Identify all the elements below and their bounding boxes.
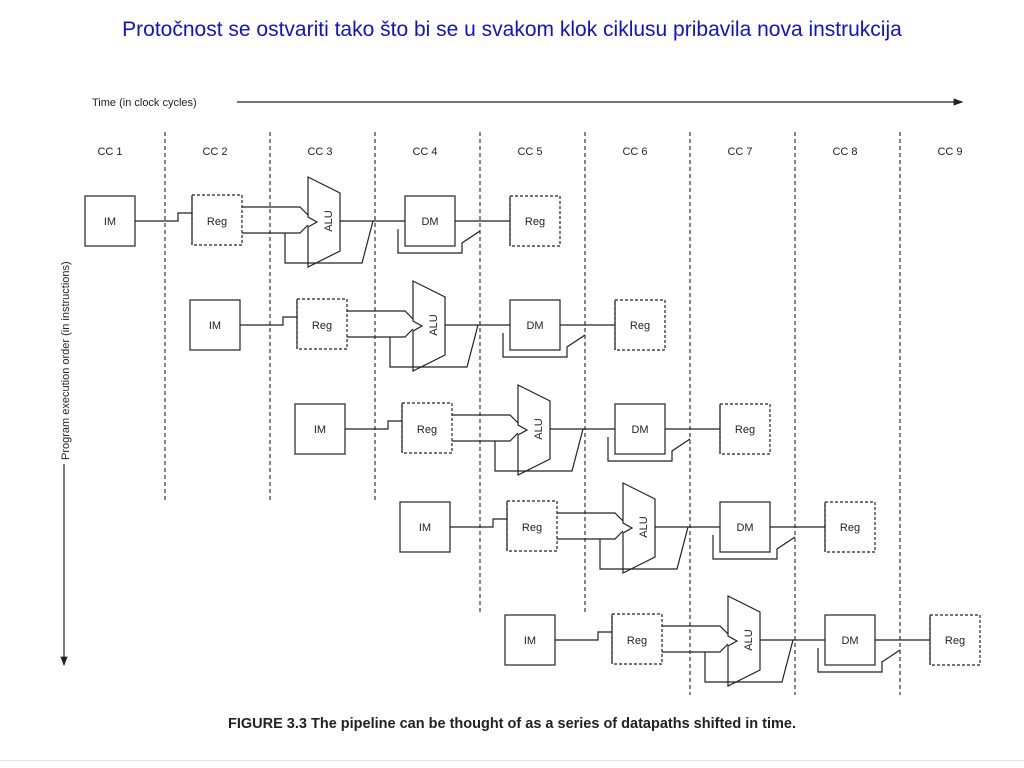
clock-cycle-label: CC 3 <box>307 146 332 158</box>
pipeline-row: IM Reg ALU DM Reg <box>189 280 666 372</box>
reg-write-box <box>824 501 876 553</box>
fetch-wire <box>345 420 402 430</box>
reg-read-box <box>506 500 558 552</box>
dm-box <box>404 195 456 247</box>
clock-cycle-labels: CC 1 CC 2 CC 3 CC 4 CC 5 CC 6 CC 7 CC 8 CC 9 <box>97 146 962 158</box>
alu-label: ALU <box>743 629 755 650</box>
clock-cycle-label: CC 6 <box>622 146 647 158</box>
fetch-wire <box>240 316 297 326</box>
alu-label: ALU <box>428 314 440 335</box>
reg-read-box <box>191 194 243 246</box>
reg-read-box <box>611 613 663 665</box>
reg-write-box <box>929 614 981 666</box>
reg-read-label: Reg <box>312 320 332 332</box>
alu-shape <box>727 595 761 687</box>
dm-label: DM <box>526 320 543 332</box>
alu-shape <box>622 482 656 574</box>
fetch-wire <box>555 631 612 641</box>
dm-bypass <box>502 333 586 358</box>
alu-label: ALU <box>638 516 650 537</box>
alu-bypass <box>284 220 374 264</box>
im-label: IM <box>209 320 221 332</box>
alu-shape <box>307 176 341 268</box>
reg-write-label: Reg <box>630 320 650 332</box>
reg-write-label: Reg <box>525 216 545 228</box>
bus-b <box>662 643 729 653</box>
dm-bypass <box>712 535 796 560</box>
clock-cycle-label: CC 9 <box>937 146 962 158</box>
im-label: IM <box>314 424 326 436</box>
reg-read-label: Reg <box>627 635 647 647</box>
time-axis-label: Time (in clock cycles) <box>92 97 197 109</box>
reg-read-box <box>401 402 453 454</box>
im-label: IM <box>524 635 536 647</box>
pipeline-row: IM Reg ALU DM Reg <box>399 482 876 574</box>
bus-b <box>242 224 309 234</box>
im-box <box>189 299 241 351</box>
bus-a <box>452 414 519 424</box>
reg-read-label: Reg <box>417 424 437 436</box>
alu-label: ALU <box>323 210 335 231</box>
dm-label: DM <box>421 216 438 228</box>
dm-label: DM <box>631 424 648 436</box>
bus-a <box>557 512 624 522</box>
reg-write-box <box>614 299 666 351</box>
im-label: IM <box>104 216 116 228</box>
dm-bypass <box>817 648 901 673</box>
order-axis-label: Program execution order (in instructions… <box>60 261 72 460</box>
dm-box <box>614 403 666 455</box>
pipeline-row: IM Reg ALU DM Reg <box>84 176 561 268</box>
alu-bypass <box>704 639 794 683</box>
reg-write-label: Reg <box>840 522 860 534</box>
clock-cycle-label: CC 8 <box>832 146 857 158</box>
reg-read-label: Reg <box>522 522 542 534</box>
figure-caption: FIGURE 3.3 The pipeline can be thought o… <box>227 716 796 732</box>
reg-read-box <box>296 298 348 350</box>
bus-a <box>662 625 729 635</box>
bus-b <box>347 328 414 338</box>
slide-title: Protočnost se ostvariti tako što bi se u… <box>122 18 902 41</box>
slide-bottom-rule <box>0 760 1024 761</box>
im-box <box>84 195 136 247</box>
im-box <box>399 501 451 553</box>
reg-write-label: Reg <box>735 424 755 436</box>
alu-label: ALU <box>533 418 545 439</box>
clock-cycle-label: CC 1 <box>97 146 122 158</box>
dm-label: DM <box>736 522 753 534</box>
reg-read-label: Reg <box>207 216 227 228</box>
reg-write-label: Reg <box>945 635 965 647</box>
im-label: IM <box>419 522 431 534</box>
dm-box <box>509 299 561 351</box>
pipeline-row: IM Reg ALU DM Reg <box>504 595 981 687</box>
bus-a <box>242 206 309 216</box>
fetch-wire <box>450 518 507 528</box>
dm-bypass <box>397 229 481 254</box>
alu-shape <box>517 384 551 476</box>
fetch-wire <box>135 212 192 222</box>
bus-b <box>557 530 624 540</box>
alu-bypass <box>599 526 689 570</box>
clock-cycle-label: CC 7 <box>727 146 752 158</box>
bus-a <box>347 310 414 320</box>
dm-bypass <box>607 437 691 462</box>
dm-label: DM <box>841 635 858 647</box>
alu-shape <box>412 280 446 372</box>
im-box <box>294 403 346 455</box>
bus-b <box>452 432 519 442</box>
clock-cycle-label: CC 5 <box>517 146 542 158</box>
cycle-dividers <box>164 132 901 695</box>
alu-bypass <box>494 428 584 472</box>
dm-box <box>719 501 771 553</box>
reg-write-box <box>719 403 771 455</box>
pipeline-row: IM Reg ALU DM Reg <box>294 384 771 476</box>
alu-bypass <box>389 324 479 368</box>
clock-cycle-label: CC 4 <box>412 146 437 158</box>
clock-cycle-label: CC 2 <box>202 146 227 158</box>
im-box <box>504 614 556 666</box>
